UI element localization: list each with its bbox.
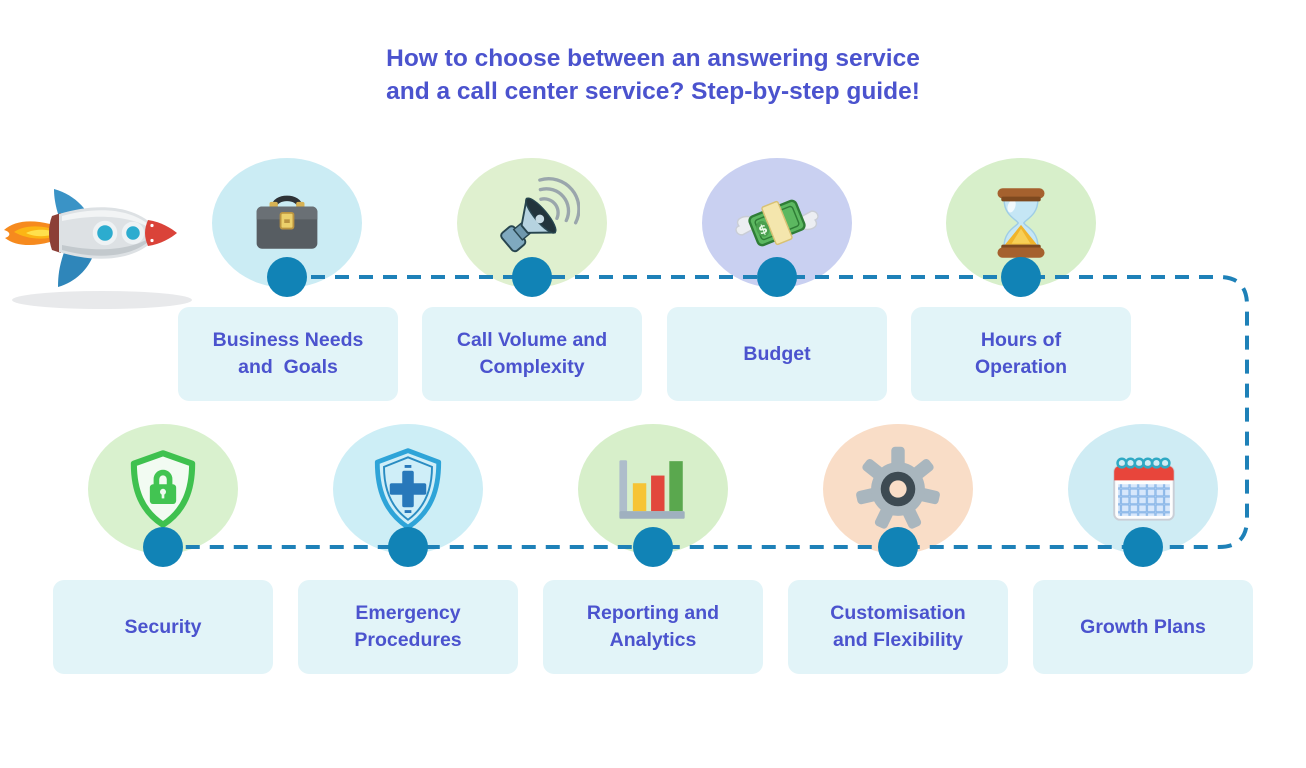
shield-plus-icon — [374, 448, 442, 530]
step-bubble-business-needs — [212, 158, 362, 288]
step-label-emergency: Emergency Procedures — [298, 580, 518, 674]
step-label-reporting: Reporting and Analytics — [543, 580, 763, 674]
timeline-dot — [1001, 257, 1041, 297]
hourglass-icon — [997, 188, 1045, 258]
step-label-customisation: Customisation and Flexibility — [788, 580, 1008, 674]
gear-icon — [856, 446, 940, 529]
calendar-icon — [1113, 457, 1175, 521]
timeline-dot — [633, 527, 673, 567]
step-label-call-volume: Call Volume and Complexity — [422, 307, 642, 401]
megaphone-icon — [500, 177, 580, 253]
shield-lock-icon — [130, 450, 196, 528]
step-label-budget: Budget — [667, 307, 887, 401]
page-title: How to choose between an answering servi… — [386, 45, 920, 105]
timeline-dot — [267, 257, 307, 297]
timeline-dot — [143, 527, 183, 567]
step-label-security: Security — [53, 580, 273, 674]
step-label-business-needs: Business Needs and Goals — [178, 307, 398, 401]
step-label-growth: Growth Plans — [1033, 580, 1253, 674]
bar-chart-icon — [619, 460, 685, 519]
step-label-hours: Hours of Operation — [911, 307, 1131, 401]
flying-money-icon: $ — [735, 199, 819, 247]
timeline-dot — [512, 257, 552, 297]
briefcase-icon — [256, 195, 318, 249]
timeline-dot — [1123, 527, 1163, 567]
rocket-icon — [4, 189, 192, 309]
timeline-dot — [757, 257, 797, 297]
timeline-dot — [388, 527, 428, 567]
timeline-dot — [878, 527, 918, 567]
